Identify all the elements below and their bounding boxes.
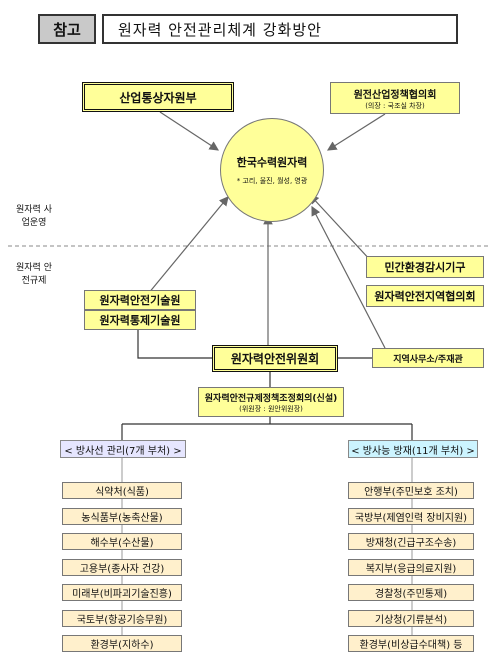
policy-council-name: 원전산업정책협의회 (353, 89, 437, 101)
dept-box: 농식품부(농축산물) (62, 507, 182, 525)
node-civil-monitor: 민간환경감시기구 (366, 256, 484, 278)
dept-box: 식약처(식품) (62, 482, 182, 499)
category-radiation: < 방사선 관리(7개 부처) > (60, 440, 186, 458)
node-policy-council: 원전산업정책협의회 (의장 : 국조실 차장) (330, 82, 460, 114)
dept-box: 국방부(제염인력 장비지원) (348, 507, 474, 525)
node-kins: 원자력안전기술원 (84, 290, 196, 310)
node-regional-council: 원자력안전지역협의회 (366, 285, 484, 307)
node-nssc: 원자력안전위원회 (212, 345, 338, 372)
dept-box: 경찰청(주민통제) (348, 584, 474, 601)
node-motie: 산업통상자원부 (82, 82, 234, 112)
page-title: 원자력 안전관리체계 강화방안 (102, 14, 458, 44)
dept-box: 기상청(기류분석) (348, 609, 474, 627)
dept-box: 국토부(항공기승무원) (62, 609, 182, 627)
dept-box: 미래부(비파괴기술진흥) (62, 584, 182, 601)
coord-committee-name: 원자력안전규제정책조정회의(신설) (204, 393, 338, 404)
node-coord-committee: 원자력안전규제정책조정회의(신설) (위원장 : 원안위원장) (198, 387, 344, 417)
dept-box: 안행부(주민보호 조치) (348, 482, 474, 499)
regulation-label: 원자력 안전규제 (16, 263, 52, 286)
header-tag: 참고 (38, 14, 96, 44)
dept-box: 환경부(비상급수대책) 등 (348, 635, 474, 652)
dept-box: 해수부(수산물) (62, 533, 182, 550)
dept-box: 고용부(종사자 건강) (62, 558, 182, 576)
node-kinac: 원자력통제기술원 (84, 310, 196, 330)
coord-committee-note: (위원장 : 원안위원장) (239, 404, 303, 413)
category-emergency: < 방사능 방재(11개 부처) > (348, 440, 478, 458)
khnp-name: 한국수력원자력 (236, 156, 308, 169)
dept-box: 환경부(지하수) (62, 635, 182, 652)
node-regional-office: 지역사무소/주재관 (372, 348, 484, 368)
policy-council-note: (의장 : 국조실 차장) (365, 101, 425, 110)
operation-label: 원자력 사업운영 (16, 205, 52, 228)
dept-box: 복지부(응급의료지원) (348, 558, 474, 576)
dept-box: 방재청(긴급구조수송) (348, 533, 474, 550)
khnp-note: * 고리, 울진, 월성, 영광 (236, 177, 308, 185)
node-khnp: 한국수력원자력 * 고리, 울진, 월성, 영광 (220, 118, 324, 222)
